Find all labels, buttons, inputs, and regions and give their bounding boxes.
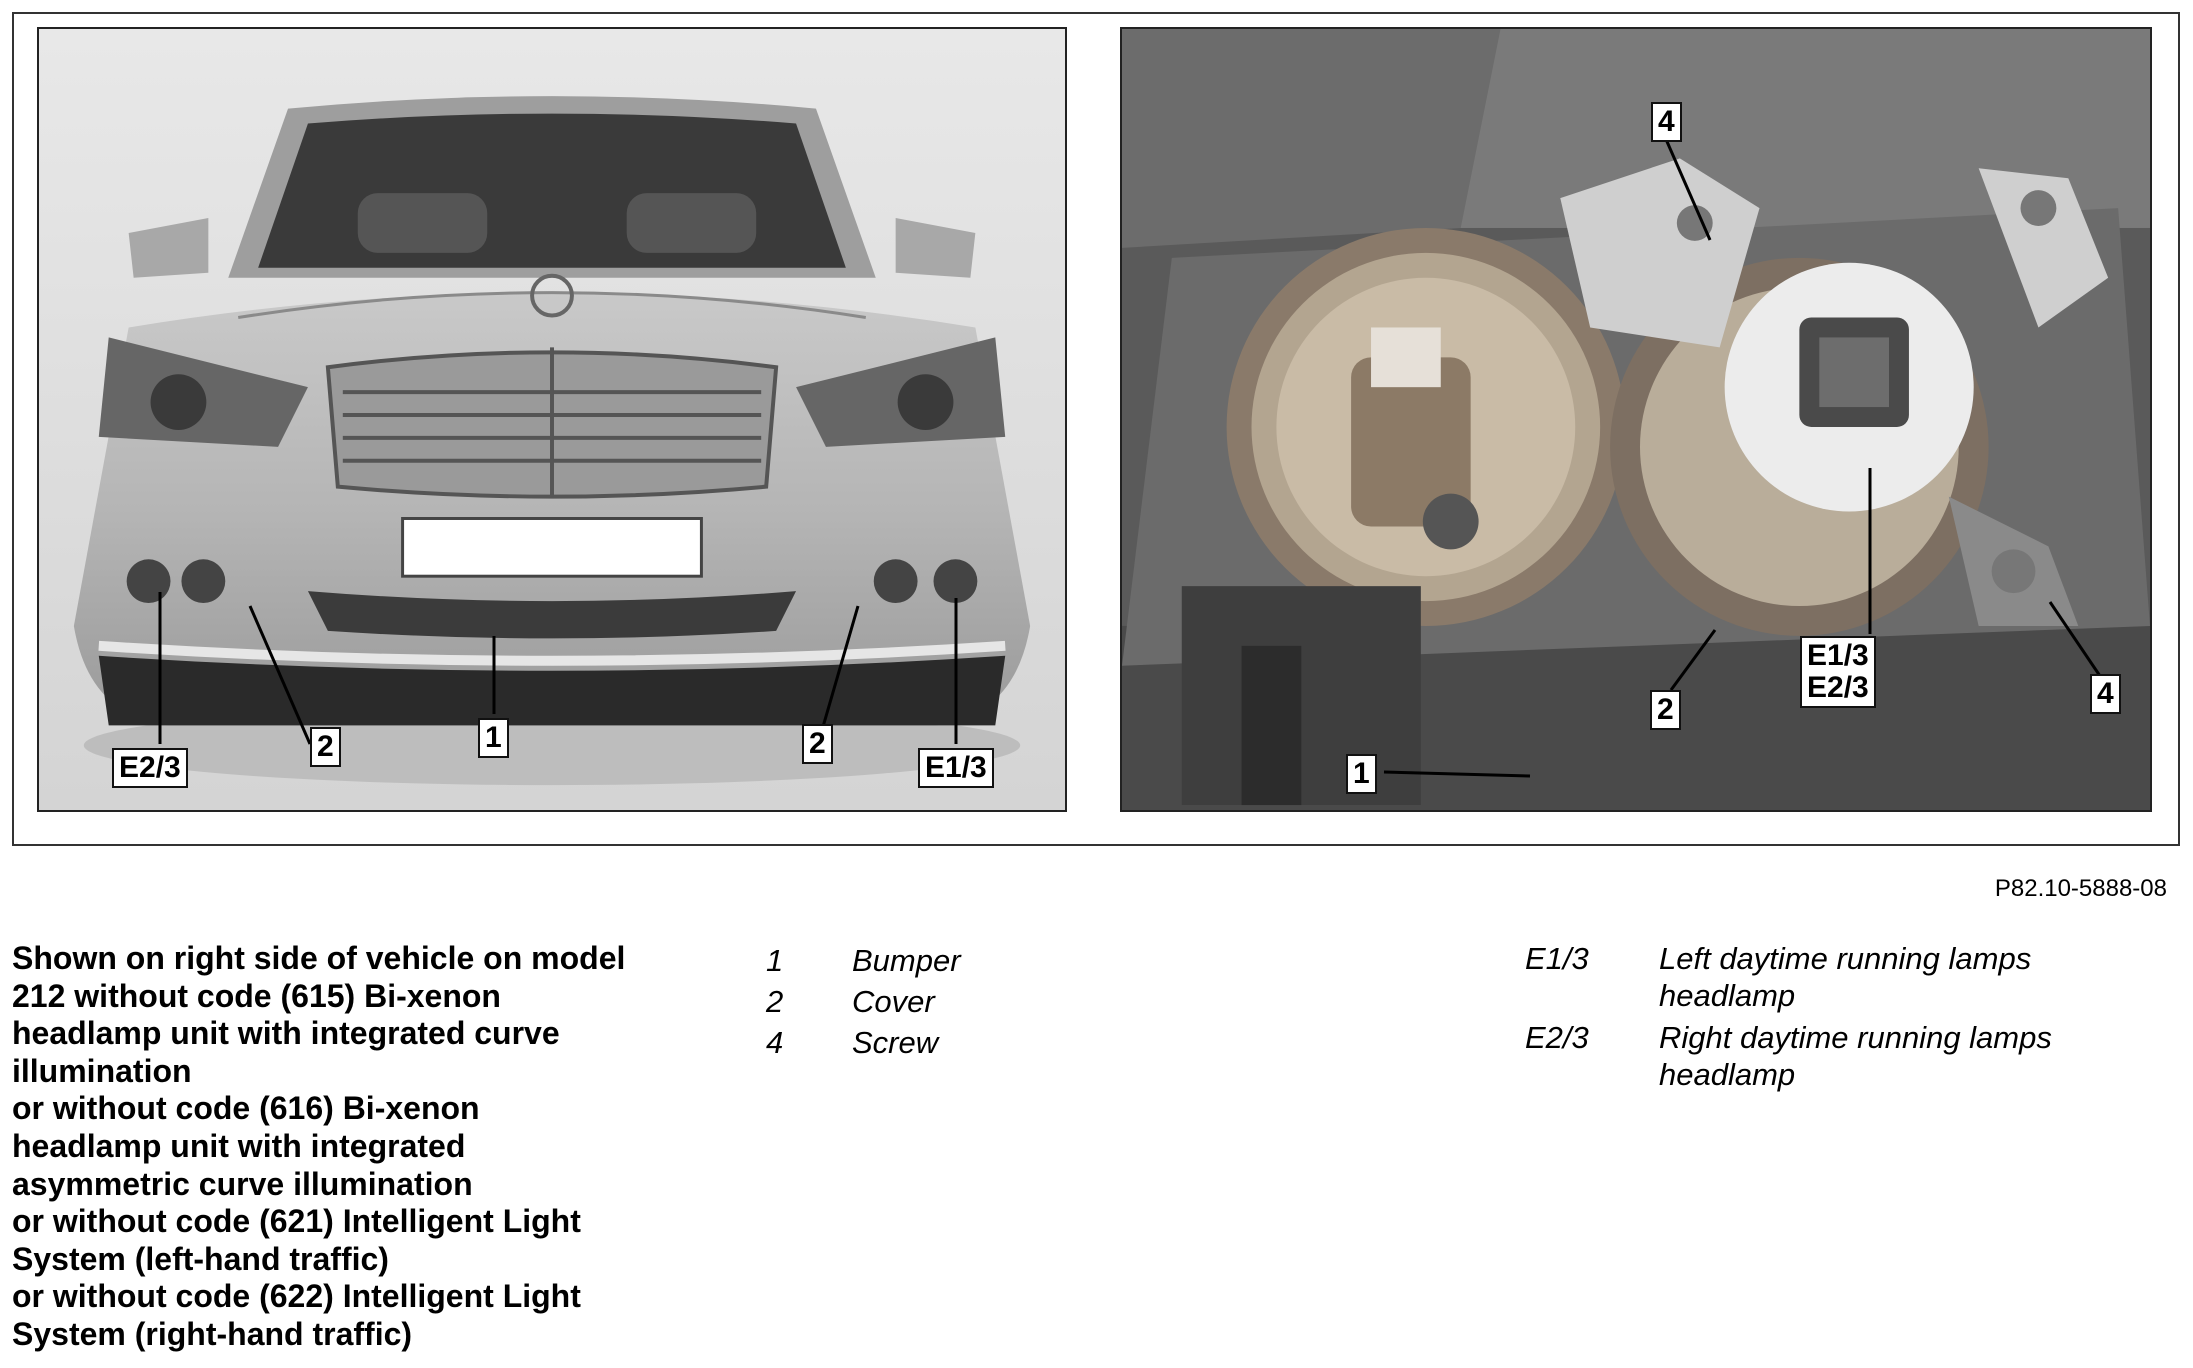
legend-code-item: E1/3 Left daytime running lamps headlamp (1525, 940, 2185, 1014)
headlamp-rear-photo (1120, 27, 2152, 812)
note-line: asymmetric curve illumination (12, 1165, 473, 1202)
legend-code: E2/3 (1525, 1020, 1589, 1055)
note-line: or without code (621) Intelligent Light (12, 1203, 581, 1240)
legend-item: 2 Cover (766, 981, 1166, 1022)
note-line: 212 without code (615) Bi-xenon (12, 977, 501, 1014)
note-line: illumination (12, 1052, 192, 1089)
legend-item-number: 1 (766, 943, 784, 978)
callout-e1-3-left: E1/3 (918, 748, 994, 788)
car-front-illustration (39, 29, 1065, 810)
legend-code-label: Right daytime running lamps headlamp (1659, 1019, 2052, 1093)
legend-item-number: 4 (766, 1025, 784, 1060)
callout-2-right: 2 (1650, 690, 1681, 730)
figure-reference-code: P82.10-5888-08 (1994, 875, 2167, 902)
legend-code-label-line: Right daytime running lamps (1659, 1020, 2052, 1055)
callout-4-right-a: 4 (1651, 102, 1682, 142)
callout-e2-3-left: E2/3 (112, 748, 188, 788)
legend-item-label: Bumper (852, 943, 961, 978)
legend-code-label-line: Left daytime running lamps (1659, 941, 2032, 976)
legend-code-label-line: headlamp (1659, 978, 1796, 1013)
callout-e1-3-right: E1/3 (1807, 639, 1869, 672)
legend-code-label: Left daytime running lamps headlamp (1659, 940, 2031, 1014)
legend-item-number: 2 (766, 984, 784, 1019)
note-line: headlamp unit with integrated (12, 1127, 466, 1164)
legend-item-label: Cover (852, 984, 935, 1019)
note-line: Shown on right side of vehicle on model (12, 940, 626, 976)
callout-1-left: 1 (478, 718, 509, 758)
callout-1-right: 1 (1346, 754, 1377, 794)
callout-2-left-a: 2 (310, 727, 341, 767)
legend-code-item: E2/3 Right daytime running lamps headlam… (1525, 1019, 2185, 1093)
note-line: or without code (616) Bi-xenon (12, 1090, 480, 1127)
note-line: headlamp unit with integrated curve (12, 1015, 560, 1052)
applicability-note: Shown on right side of vehicle on model … (12, 940, 672, 1354)
legend-component-codes: E1/3 Left daytime running lamps headlamp… (1525, 940, 2185, 1098)
legend-code: E1/3 (1525, 941, 1589, 976)
headlamp-rear-illustration (1122, 29, 2150, 810)
callout-e2-3-right: E2/3 (1807, 671, 1869, 704)
note-line: System (right-hand traffic) (12, 1315, 413, 1352)
legend-item: 4 Screw (766, 1022, 1166, 1063)
legend-item-label: Screw (852, 1025, 939, 1060)
note-line: or without code (622) Intelligent Light (12, 1278, 581, 1315)
callout-2-left-b: 2 (802, 724, 833, 764)
callout-e1-3-e2-3-right: E1/3 E2/3 (1800, 636, 1876, 708)
note-line: System (left-hand traffic) (12, 1240, 389, 1277)
legend-item: 1 Bumper (766, 940, 1166, 981)
legend-code-label-line: headlamp (1659, 1057, 1796, 1092)
callout-4-right-b: 4 (2090, 674, 2121, 714)
legend-numbered-items: 1 Bumper 2 Cover 4 Screw (766, 940, 1166, 1063)
car-front-photo (37, 27, 1067, 812)
